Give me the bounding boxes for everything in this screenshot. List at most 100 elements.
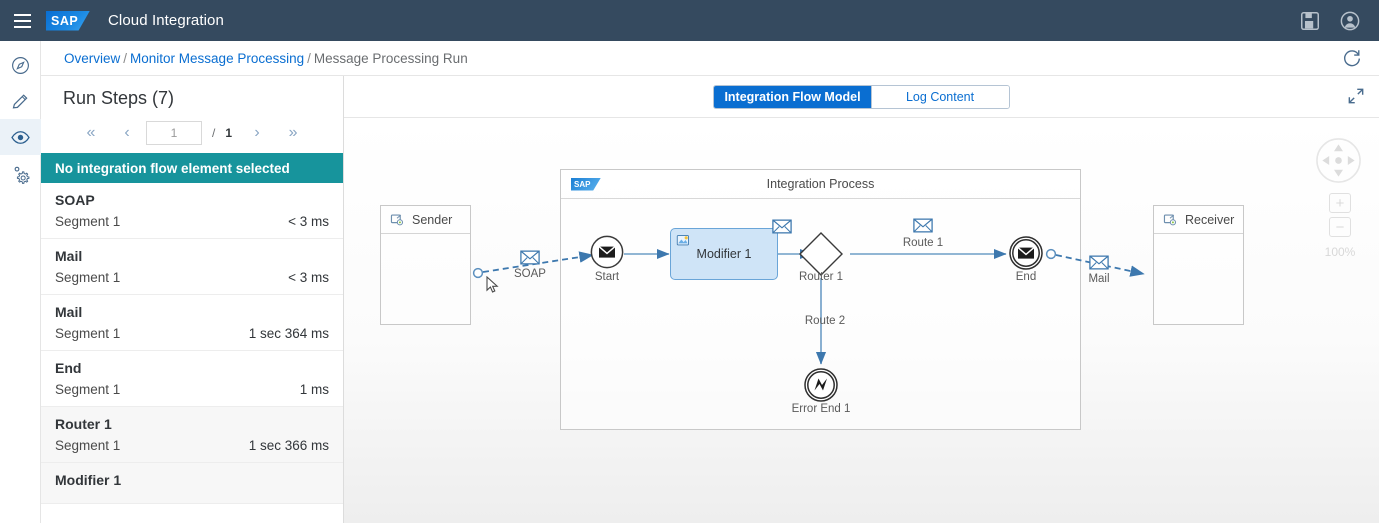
rail-item-discover[interactable] <box>0 47 41 83</box>
tab-log-content[interactable]: Log Content <box>870 85 1009 108</box>
end-event-node[interactable] <box>1007 234 1045 277</box>
list-item[interactable]: Mail Segment 1 < 3 ms <box>41 239 343 295</box>
route-1-label: Route 1 <box>902 237 944 249</box>
pagination-page-input[interactable] <box>145 121 202 145</box>
integration-flow-canvas[interactable]: Sender Receiver SAP Integration Process <box>344 118 1379 523</box>
route-2-label: Route 2 <box>804 315 846 327</box>
page-title: Run Steps (7) <box>63 88 175 108</box>
rail-item-design[interactable] <box>0 83 41 119</box>
step-segment: Segment 1 <box>55 382 121 397</box>
fullscreen-icon[interactable] <box>1346 86 1366 106</box>
compass-icon <box>11 56 29 74</box>
start-event-node[interactable] <box>589 234 625 275</box>
message-start-event-icon <box>590 235 624 269</box>
pagination-separator: / <box>211 126 216 140</box>
shell-header: SAP Cloud Integration <box>0 0 1379 41</box>
envelope-icon <box>772 219 792 234</box>
envelope-icon <box>520 250 540 265</box>
step-name: Mail <box>55 304 83 320</box>
step-duration: 1 sec 364 ms <box>248 326 329 341</box>
pagination-prev-button[interactable]: ‹ <box>124 124 130 141</box>
list-item[interactable]: Modifier 1 <box>41 463 343 504</box>
zoom-level-label: 100% <box>1324 245 1356 259</box>
step-name: Modifier 1 <box>55 472 122 488</box>
tab-integration-flow-model[interactable]: Integration Flow Model <box>714 85 871 108</box>
step-name: End <box>55 360 82 376</box>
step-name: SOAP <box>55 192 95 208</box>
rail-item-settings[interactable] <box>0 155 41 191</box>
pagination: « ‹ / 1 › » <box>41 119 343 153</box>
breadcrumb-separator-1: / <box>123 50 128 66</box>
step-name: Mail <box>55 248 83 264</box>
list-item[interactable]: Mail Segment 1 1 sec 364 ms <box>41 295 343 351</box>
zoom-in-button[interactable]: + <box>1329 193 1351 213</box>
list-item[interactable]: End Segment 1 1 ms <box>41 351 343 407</box>
step-duration: < 3 ms <box>288 270 329 285</box>
mail-connector-label: Mail <box>1088 273 1110 285</box>
error-end-event-label: Error End 1 <box>791 403 851 415</box>
integration-process-title: Integration Process <box>766 177 875 191</box>
envelope-icon <box>1089 255 1109 270</box>
zoom-out-button[interactable]: − <box>1329 217 1351 237</box>
pagination-next-button[interactable]: › <box>254 124 260 141</box>
envelope-icon <box>913 218 933 233</box>
pencil-icon <box>12 93 27 109</box>
header-actions <box>1299 10 1379 32</box>
mouse-cursor <box>486 276 499 293</box>
pagination-last-button[interactable]: » <box>288 124 298 141</box>
sap-logo-text: SAP <box>51 13 79 28</box>
gateway-diamond-icon <box>799 232 843 276</box>
pagination-total: 1 <box>225 126 233 140</box>
error-end-event-node[interactable] <box>802 366 840 409</box>
eye-icon <box>10 130 30 144</box>
step-segment: Segment 1 <box>55 438 121 453</box>
error-end-event-icon <box>804 368 838 402</box>
participant-icon <box>1163 213 1177 225</box>
user-avatar-icon[interactable] <box>1339 10 1361 32</box>
sender-label: Sender <box>412 212 453 227</box>
zoom-controls: + − 100% <box>1315 137 1365 259</box>
refresh-icon[interactable] <box>1341 47 1363 69</box>
start-event-label: Start <box>594 271 620 283</box>
left-rail <box>0 41 41 523</box>
step-duration: 1 sec 366 ms <box>248 438 329 453</box>
sap-logo: SAP <box>46 10 90 31</box>
view-toolbar: Integration Flow Model Log Content <box>344 76 1379 118</box>
list-item[interactable]: SOAP Segment 1 < 3 ms <box>41 183 343 239</box>
participant-icon <box>390 213 404 225</box>
step-name: Router 1 <box>55 416 112 432</box>
sap-logo-icon: SAP <box>571 177 601 191</box>
run-steps-panel: Run Steps (7) « ‹ / 1 › » No integration… <box>41 76 344 523</box>
rail-item-monitor[interactable] <box>0 119 41 155</box>
step-segment: Segment 1 <box>55 270 121 285</box>
breadcrumb-item-monitor[interactable]: Monitor Message Processing <box>130 50 305 66</box>
selection-banner: No integration flow element selected <box>41 153 343 183</box>
gear-icon <box>14 166 29 184</box>
breadcrumb-separator-2: / <box>307 50 311 66</box>
sender-connector-anchor <box>472 267 484 279</box>
breadcrumb-bar: Overview/Monitor Message Processing/Mess… <box>41 41 1379 76</box>
end-event-label: End <box>1015 271 1037 283</box>
pan-pad-icon[interactable] <box>1315 137 1362 184</box>
receiver-participant[interactable]: Receiver <box>1153 205 1244 325</box>
content-modifier-label: Modifier 1 <box>696 247 752 261</box>
router-gateway-label: Router 1 <box>798 271 844 283</box>
pagination-first-button[interactable]: « <box>86 124 96 141</box>
breadcrumb-item-overview[interactable]: Overview <box>64 50 121 66</box>
notes-icon[interactable] <box>1299 10 1321 32</box>
view-segmented-control: Integration Flow Model Log Content <box>713 84 1010 109</box>
content-modifier-node[interactable]: Modifier 1 <box>670 228 778 280</box>
app-title: Cloud Integration <box>108 12 224 29</box>
breadcrumb-item-current: Message Processing Run <box>313 50 468 66</box>
receiver-label: Receiver <box>1185 212 1235 227</box>
step-duration: 1 ms <box>299 382 329 397</box>
hamburger-menu-icon[interactable] <box>0 0 44 41</box>
sender-participant[interactable]: Sender <box>380 205 471 325</box>
step-segment: Segment 1 <box>55 326 121 341</box>
step-duration: < 3 ms <box>288 214 329 229</box>
breadcrumb: Overview/Monitor Message Processing/Mess… <box>41 51 468 66</box>
message-end-event-icon <box>1009 236 1043 270</box>
router-gateway-node[interactable] <box>797 230 845 283</box>
step-segment: Segment 1 <box>55 214 121 229</box>
list-item[interactable]: Router 1 Segment 1 1 sec 366 ms <box>41 407 343 463</box>
